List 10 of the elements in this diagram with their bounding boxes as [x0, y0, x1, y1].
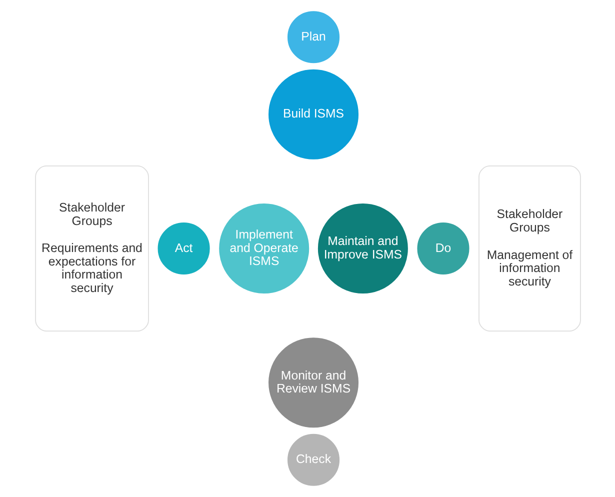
node-circle: Implement and Operate ISMS — [218, 204, 309, 294]
node-circle: Build ISMS — [268, 69, 358, 160]
node-circle: Act — [157, 222, 210, 275]
node-circle: Do — [416, 222, 469, 275]
node-box: Stakeholder Groups Management of information security — [478, 166, 580, 332]
node-circle: Maintain and Improve ISMS — [317, 204, 408, 294]
node-circle: Check — [286, 434, 340, 486]
node-circle: Plan — [286, 11, 340, 64]
node-circle: Monitor and Review ISMS — [268, 338, 358, 428]
node-box: Stakeholder Groups Requirements and expectations for information security — [34, 166, 148, 332]
